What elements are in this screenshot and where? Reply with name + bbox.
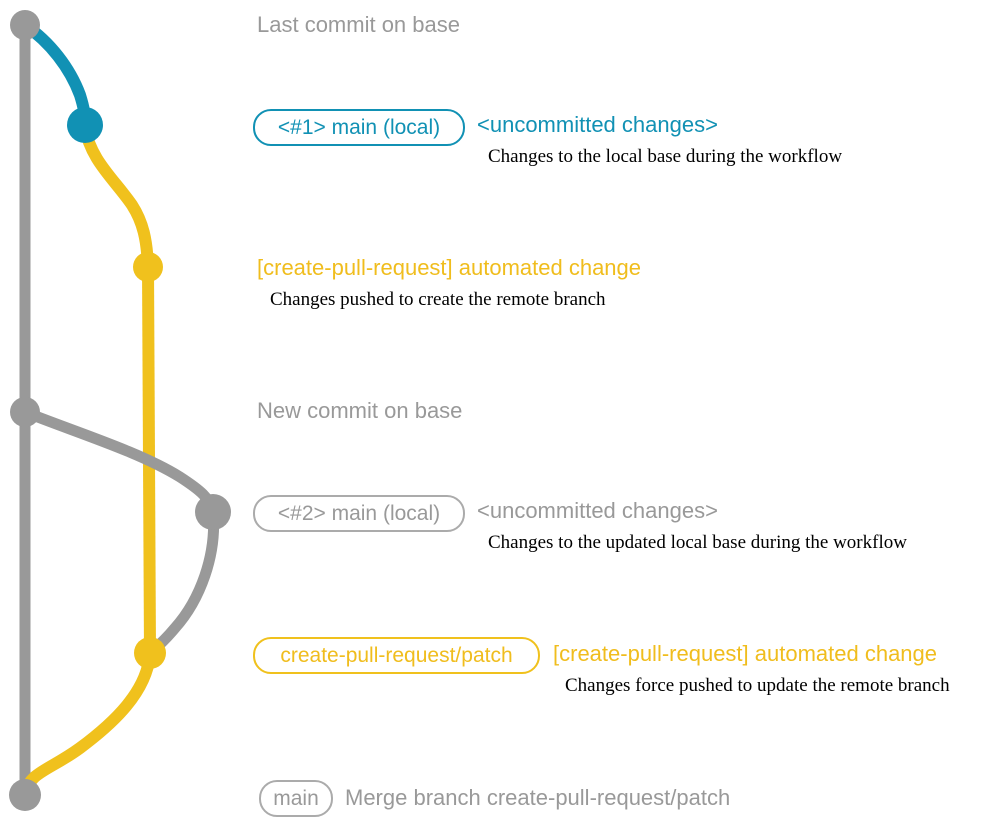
- branch-local-main2-curve: [19, 406, 219, 518]
- row4-commit-label: New commit on base: [257, 398, 463, 423]
- row6-commit-label: [create-pull-request] automated change: [553, 641, 938, 666]
- row2-uncommitted-tag: <uncommitted changes>: [477, 112, 718, 137]
- branch-badge-patch: create-pull-request/patch: [253, 637, 540, 674]
- commit-node-patch-1: [133, 252, 163, 282]
- row3-note: Changes pushed to create the remote bran…: [270, 289, 606, 310]
- branch-badge-main: main: [259, 780, 333, 817]
- row1-commit-label: Last commit on base: [257, 12, 460, 37]
- row5-uncommitted-tag: <uncommitted changes>: [477, 498, 718, 523]
- branch-patch-curve-top: [79, 121, 154, 273]
- row5-note: Changes to the updated local base during…: [488, 532, 907, 553]
- row7-commit-label: Merge branch create-pull-request/patch: [345, 785, 731, 810]
- row6-note: Changes force pushed to update the remot…: [565, 675, 950, 696]
- commit-node-new-base: [10, 397, 40, 427]
- branch-badge-main-local-1: <#1> main (local): [253, 109, 465, 146]
- commit-node-local-main-1: [67, 107, 103, 143]
- commit-node-merge: [9, 779, 41, 811]
- commit-node-local-main-2: [195, 494, 231, 530]
- row2-note: Changes to the local base during the wor…: [488, 146, 843, 167]
- row3-commit-label: [create-pull-request] automated change: [257, 255, 642, 280]
- branch-rebase-curve: [145, 506, 220, 658]
- branch-patch-merge-curve: [19, 649, 156, 799]
- branch-badge-main-local-2: <#2> main (local): [253, 495, 465, 532]
- commit-node-patch-2: [134, 637, 166, 669]
- commit-node-last-base: [10, 10, 40, 40]
